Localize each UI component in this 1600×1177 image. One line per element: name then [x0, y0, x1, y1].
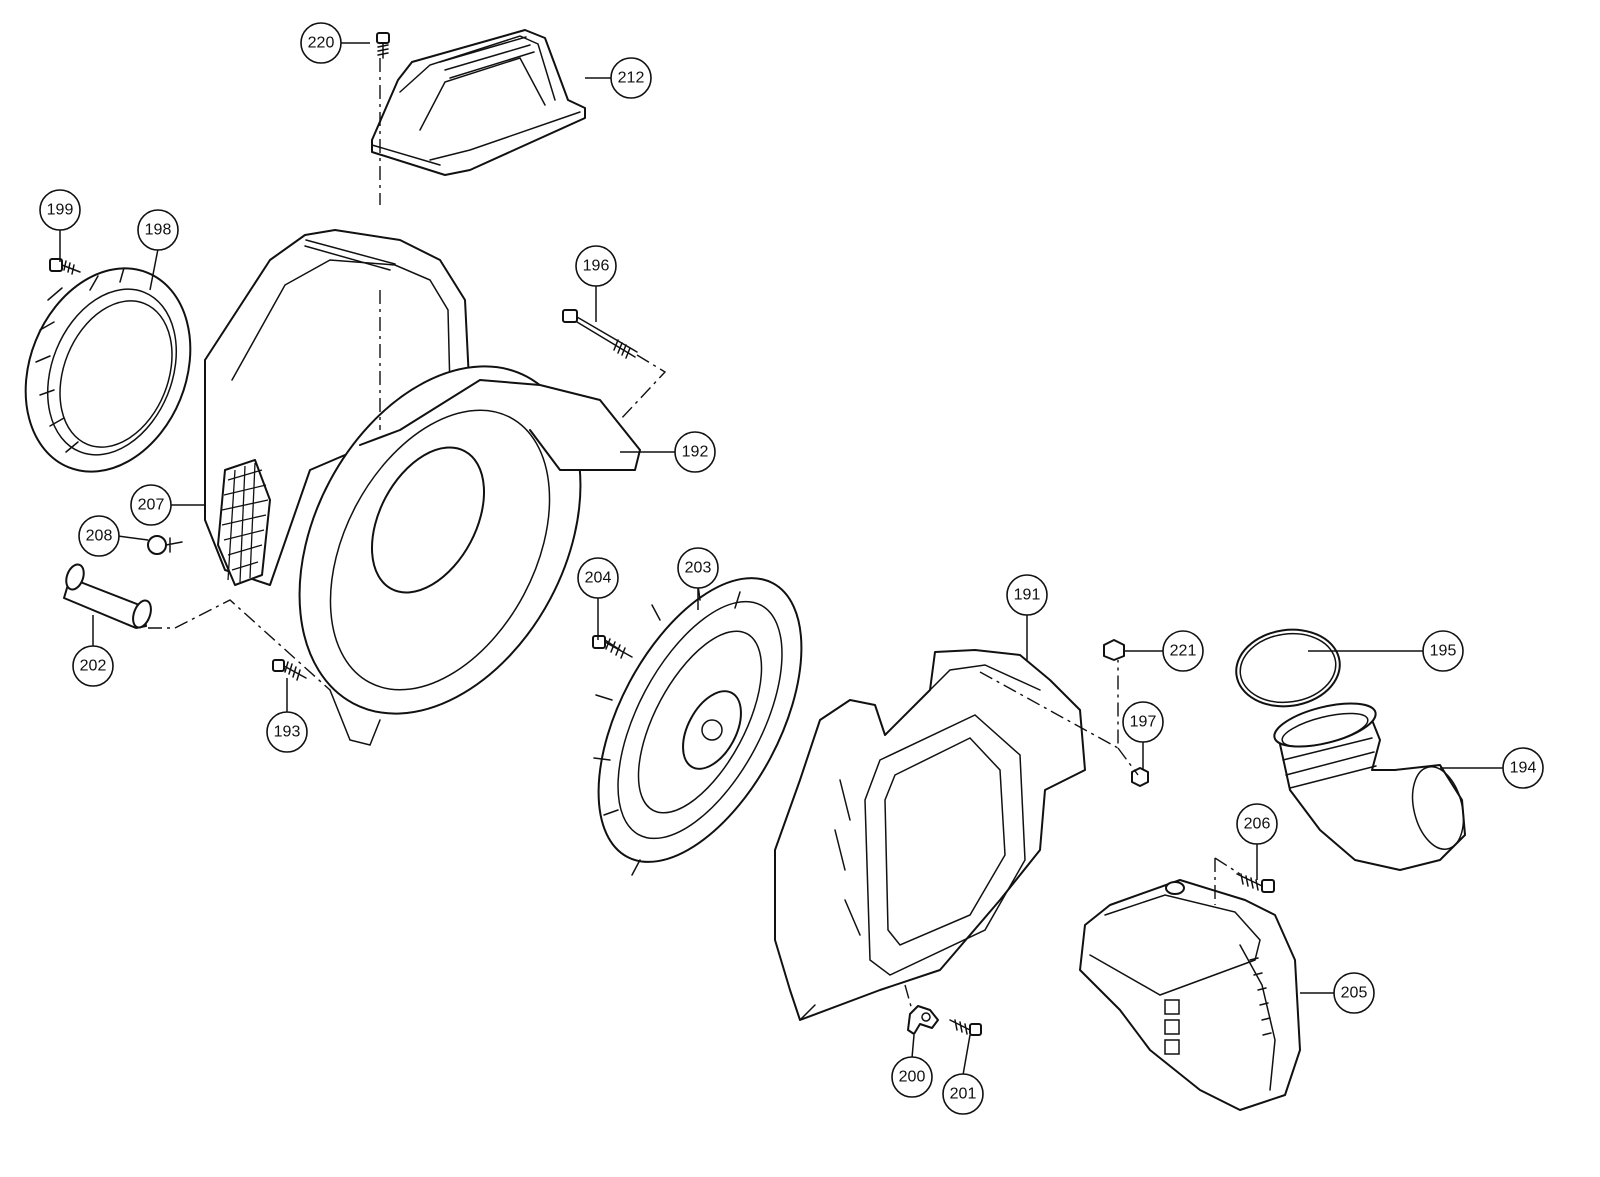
callout-220: 220 [300, 22, 342, 64]
svg-text:199: 199 [47, 202, 74, 219]
callout-200: 200 [891, 1056, 933, 1098]
callout-191: 191 [1006, 574, 1048, 616]
svg-text:204: 204 [585, 570, 612, 587]
svg-text:203: 203 [685, 560, 712, 577]
part-203-impeller [593, 577, 803, 876]
callout-221: 221 [1162, 630, 1204, 672]
svg-text:208: 208 [86, 528, 113, 545]
svg-text:194: 194 [1510, 760, 1537, 777]
svg-text:196: 196 [583, 258, 610, 275]
part-206-screw [1236, 873, 1275, 893]
part-212-handle [371, 29, 586, 176]
svg-text:197: 197 [1130, 714, 1157, 731]
callout-208: 208 [78, 515, 120, 557]
part-196-long-bolt [562, 309, 638, 359]
svg-text:201: 201 [950, 1086, 977, 1103]
callout-207: 207 [130, 484, 172, 526]
callout-206: 206 [1236, 803, 1278, 845]
part-194-elbow [1273, 702, 1466, 871]
svg-text:195: 195 [1430, 643, 1457, 660]
callout-194: 194 [1502, 747, 1544, 789]
part-191-front-housing [774, 649, 1086, 1021]
callout-199: 199 [39, 189, 81, 231]
part-207-grille [217, 459, 271, 586]
part-192-main-housing [204, 229, 641, 746]
svg-text:200: 200 [899, 1069, 926, 1086]
svg-text:205: 205 [1341, 985, 1368, 1002]
leader-lines [59, 42, 1504, 1076]
svg-text:202: 202 [80, 658, 107, 675]
svg-text:206: 206 [1244, 816, 1271, 833]
callout-198: 198 [137, 209, 179, 251]
part-202-grip-tube [63, 563, 152, 629]
svg-text:212: 212 [618, 70, 645, 87]
svg-text:193: 193 [274, 724, 301, 741]
callout-202: 202 [72, 645, 114, 687]
part-198-cover-ring [24, 267, 192, 473]
callout-193: 193 [266, 711, 308, 753]
part-208-grommet [147, 535, 183, 555]
part-195-o-ring [1235, 628, 1341, 708]
svg-text:192: 192 [682, 444, 709, 461]
svg-text:198: 198 [145, 222, 172, 239]
svg-text:191: 191 [1014, 587, 1041, 604]
callout-197: 197 [1122, 701, 1164, 743]
callout-203: 203 [677, 547, 719, 589]
part-205-engine-cover [1079, 879, 1301, 1111]
callout-201: 201 [942, 1073, 984, 1115]
svg-text:220: 220 [308, 35, 335, 52]
part-204-bolt [592, 635, 633, 659]
part-201-screw [949, 1019, 982, 1036]
part-193-screw [272, 659, 307, 681]
part-221-clip [1103, 639, 1125, 661]
callout-195: 195 [1422, 630, 1464, 672]
part-220-screw [376, 32, 390, 59]
callout-212: 212 [610, 57, 652, 99]
part-200-clamp [907, 1005, 939, 1035]
svg-text:221: 221 [1170, 643, 1197, 660]
part-199-bolt [49, 258, 81, 275]
callout-204: 204 [577, 557, 619, 599]
callout-192: 192 [674, 431, 716, 473]
callout-205: 205 [1333, 972, 1375, 1014]
assembly-lines [148, 58, 1241, 1011]
svg-text:207: 207 [138, 497, 165, 514]
callout-196: 196 [575, 245, 617, 287]
